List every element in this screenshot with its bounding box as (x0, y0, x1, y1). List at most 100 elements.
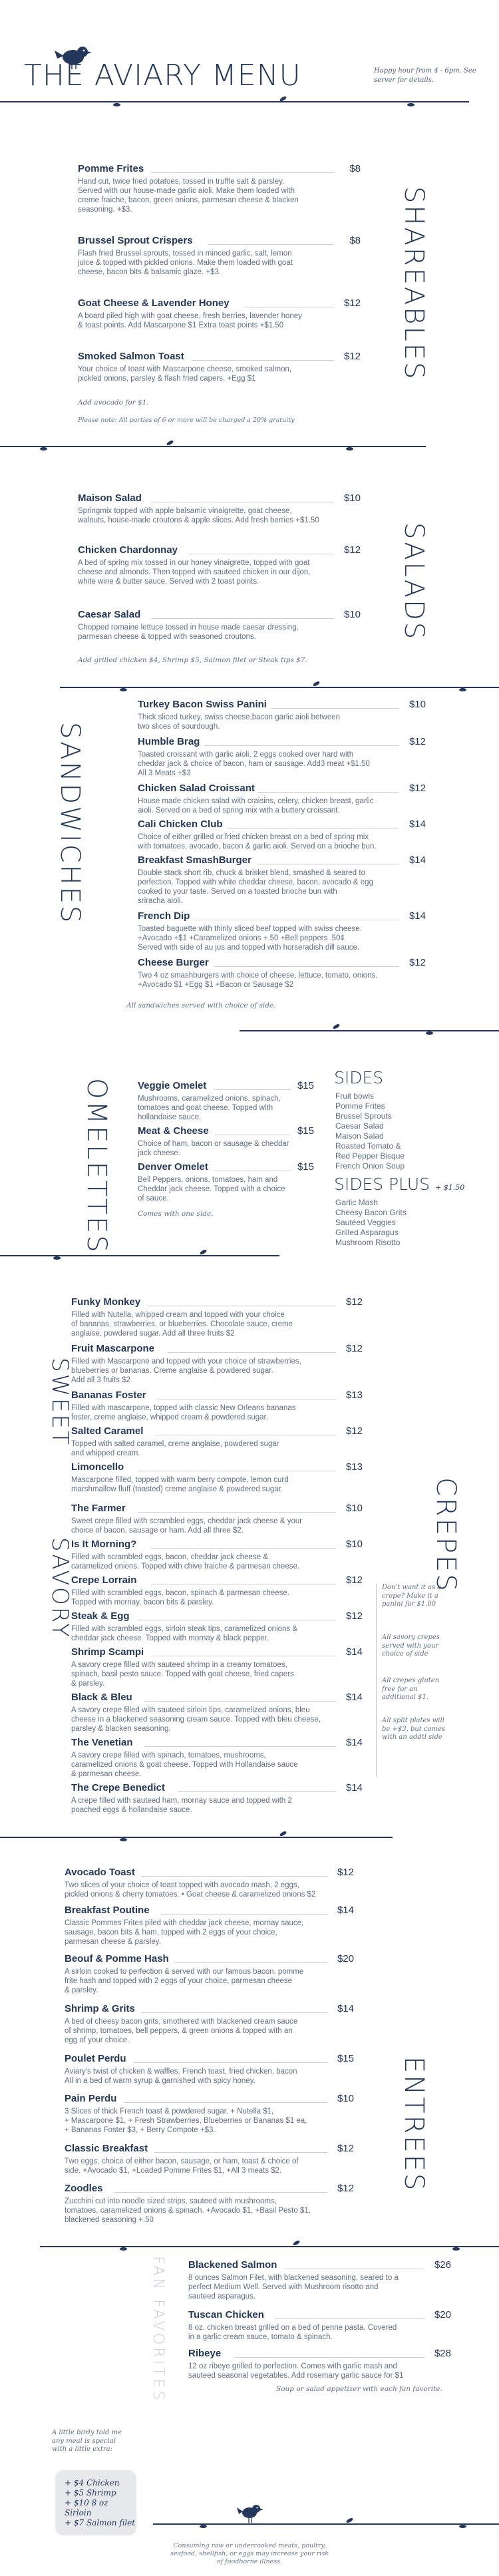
item-name: Limoncello (71, 1461, 124, 1473)
item-price: $13 (345, 1461, 363, 1473)
item-description: A savory crepe filled with sauteed sirlo… (71, 1706, 321, 1733)
leaf-icon (312, 680, 321, 687)
item-price: $8 (349, 163, 361, 174)
item-name: Breakfast Poutine (65, 1905, 150, 1916)
item-price: $12 (345, 1610, 363, 1622)
menu-item-beouf-pomme-hash: Beouf & Pomme Hash $20 A sirloin cooked … (65, 1953, 354, 1994)
item-price: $15 (297, 1080, 314, 1091)
menu-item-steak-egg: Steak & Egg $12 Filled with scrambled eg… (71, 1610, 363, 1642)
item-description: Toasted baguette with thinly sliced beef… (138, 925, 362, 952)
leaf-icon (120, 688, 127, 691)
item-description: House made chicken salad with craisins, … (138, 797, 374, 815)
menu-item-veggie-omelet: Veggie Omelet $15 Mushrooms, caramelized… (138, 1080, 314, 1121)
dot-leader (141, 1876, 327, 1877)
item-price: $14 (409, 910, 426, 922)
raw-food-disclaimer: Consuming raw or undercooked meats, poul… (170, 2542, 329, 2565)
dot-leader (204, 745, 399, 746)
leaf-icon (166, 439, 174, 447)
item-price: $12 (409, 736, 426, 747)
item-name: Pain Perdu (65, 2093, 117, 2104)
item-description: A bed of spring mix tossed in our honey … (78, 559, 311, 586)
item-description: Hand cut, twice fried potatoes, tossed i… (78, 178, 299, 214)
dot-leader (151, 172, 334, 173)
item-name: Classic Breakfast (65, 2143, 148, 2154)
dot-leader (214, 1089, 291, 1090)
menu-title: THE AVIARY MENU (24, 59, 301, 92)
item-price: $14 (345, 1692, 363, 1703)
item-description: Zucchini cut into noodle sized strips, s… (65, 2197, 311, 2224)
item-description: Filled with mascarpone, topped with clas… (71, 1404, 296, 1421)
avocado-note: Add avocado for $1. (78, 399, 149, 407)
dot-leader (114, 2192, 327, 2193)
item-description: Thick sliced turkey, swiss cheese,bacon … (138, 713, 341, 731)
item-name: Cheese Burger (138, 957, 209, 968)
sides-list: Fruit bowls Pomme Frites Brussel Sprouts… (335, 1091, 405, 1171)
item-description: 12 oz ribeye grilled to perfection. Come… (188, 2362, 404, 2380)
savory-heading: SAVORY (47, 1537, 73, 1639)
menu-item-black-bleu: Black & Bleu $14 A savory crepe filled w… (71, 1692, 363, 1733)
item-price: $14 (337, 2003, 354, 2014)
item-price: $10 (343, 609, 361, 620)
item-price: $20 (434, 2309, 451, 2320)
section-branch (0, 1255, 279, 1256)
item-description: Your choice of toast with Mascarpone che… (78, 365, 292, 383)
item-price: $12 (343, 544, 361, 556)
item-price: $14 (337, 1905, 354, 1916)
leaf-icon (459, 688, 466, 691)
menu-item-chicken-salad-croissant: Chicken Salad Croissant $12 House made c… (138, 783, 426, 815)
leaf-icon (113, 103, 120, 106)
item-name: Blackened Salmon (188, 2259, 277, 2271)
panini-note: Don't want it as a crepe? Make it a pani… (382, 1584, 442, 1608)
item-name: Meat & Cheese (138, 1125, 209, 1137)
item-description: A savory crepe filled with sauteed shrim… (71, 1661, 294, 1688)
item-name: Poulet Perdu (65, 2053, 126, 2064)
menu-item-denver-omelet: Denver Omelet $15 Bell Peppers, onions, … (138, 1161, 314, 1202)
side-plus-item: Cheesy Bacon Grits (335, 1208, 407, 1217)
menu-item-cheese-burger: Cheese Burger $12 Two 4 oz smashburgers … (138, 957, 426, 989)
menu-item-zoodles: Zoodles $12 Zucchini cut into noodle siz… (65, 2183, 354, 2224)
item-description: Filled with scrambled eggs, bacon, chedd… (71, 1553, 300, 1570)
item-price: $28 (434, 2348, 451, 2359)
menu-item-the-crepe-benedict: The Crepe Benedict $14 A crepe filled wi… (71, 1782, 363, 1814)
leaf-icon (40, 447, 47, 451)
menu-item-salted-caramel: Salted Caramel $12 Topped with salted ca… (71, 1425, 363, 1457)
addon-intro: A little birdy told me any meal is speci… (52, 2429, 122, 2453)
side-item: Roasted Tomato & (335, 1141, 401, 1151)
item-description: Filled with scrambled eggs, sirloin stea… (71, 1625, 298, 1642)
menu-item-poulet-perdu: Poulet Perdu $15 Aviary's twist of chick… (65, 2053, 354, 2085)
dot-leader (191, 360, 334, 361)
item-price: $12 (345, 1296, 363, 1308)
item-name: Turkey Bacon Swiss Panini (138, 699, 267, 710)
dot-leader (141, 2012, 327, 2013)
item-description: Flash fried Brussel sprouts, tossed in m… (78, 250, 293, 276)
item-description: Two 4 oz smashburgers with choice of che… (138, 972, 378, 989)
dot-leader (208, 244, 334, 245)
item-description: Filled with Mascarpone and topped with y… (71, 1358, 301, 1384)
item-name: Funky Monkey (71, 1296, 141, 1308)
bird-logo-icon (55, 47, 92, 69)
salad-addon-note: Add grilled chicken $4, Shrimp $5, Salmo… (78, 656, 307, 664)
menu-item-the-farmer: The Farmer $10 Sweet crepe filled with s… (71, 1503, 363, 1535)
item-description: A savory crepe filled with spinach, toma… (71, 1751, 298, 1778)
item-price: $14 (409, 854, 426, 866)
item-name: Crepe Lorrain (71, 1574, 137, 1586)
menu-item-breakfast-smashburger: Breakfast SmashBurger $14 Double stack s… (138, 854, 426, 905)
leaf-icon (199, 1248, 208, 1256)
leaf-icon (200, 2525, 207, 2528)
item-name: Caesar Salad (78, 609, 141, 620)
favorites-note: Soup or salad appetizer with each fan fa… (276, 2385, 442, 2393)
item-name: Black & Bleu (71, 1692, 132, 1703)
leaf-icon (426, 1031, 433, 1035)
dot-leader (144, 1746, 336, 1747)
dot-leader (168, 1352, 336, 1353)
item-description: Mushrooms, caramelized onions, spinach,t… (138, 1095, 281, 1121)
side-item: Red Pepper Bisque (335, 1151, 405, 1161)
menu-item-classic-breakfast: Classic Breakfast $12 Two eggs, choice o… (65, 2143, 354, 2175)
item-price: $15 (297, 1161, 314, 1173)
menu-item-is-it-morning: Is It Morning? $10 Filled with scrambled… (71, 1539, 363, 1570)
dot-leader (214, 966, 399, 967)
section-branch (40, 2246, 499, 2247)
omelettes-heading: OMELETTES (81, 1078, 112, 1254)
item-description: Toasted croissant with garlic aioli, 2 e… (138, 751, 370, 777)
item-description: A bed of cheesy bacon grits, smothered w… (65, 2018, 298, 2044)
